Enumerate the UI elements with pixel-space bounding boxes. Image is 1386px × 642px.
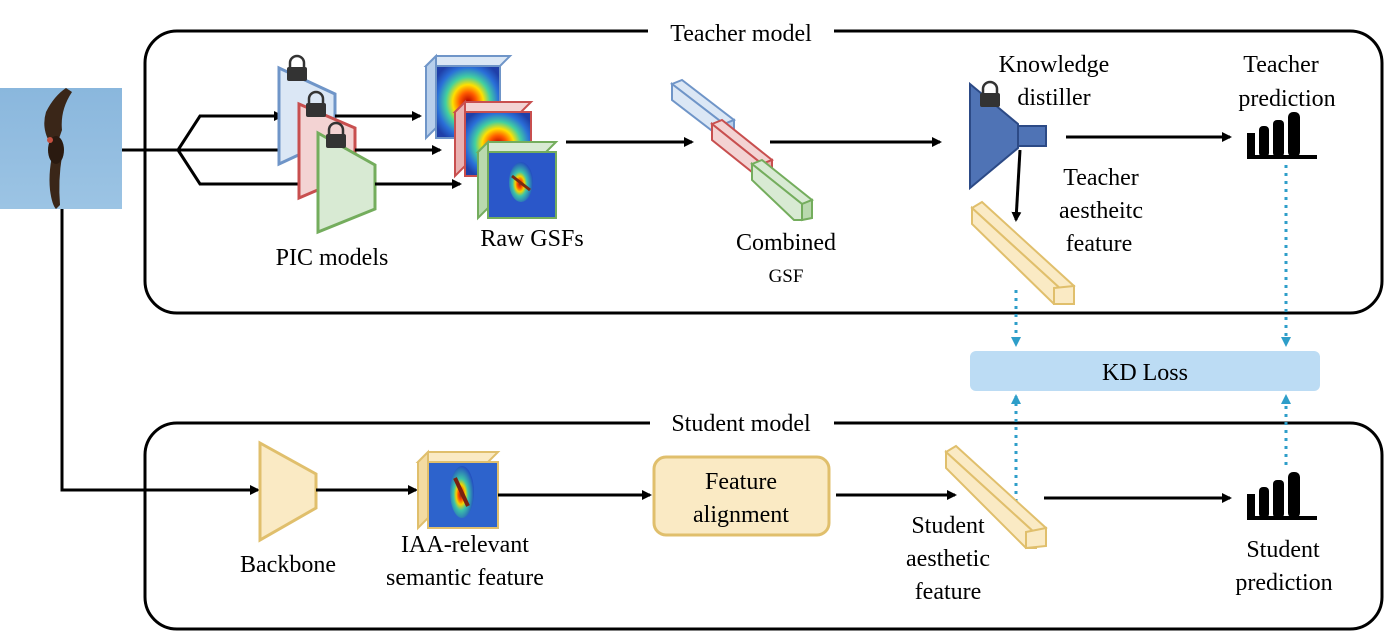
semantic-feature-label-1: IAA-relevant bbox=[401, 532, 529, 558]
student-feature-bar bbox=[944, 444, 1048, 550]
backbone-label: Backbone bbox=[240, 552, 336, 578]
kd-loss-label: KD Loss bbox=[1102, 360, 1188, 386]
teacher-prediction-label-1: Teacher bbox=[1243, 52, 1319, 78]
input-image bbox=[0, 88, 122, 209]
teacher-feature-bar bbox=[970, 200, 1076, 305]
lock-icon bbox=[287, 54, 307, 81]
combined-gsf-bar bbox=[669, 78, 814, 222]
bar-chart-icon bbox=[1247, 472, 1317, 520]
semantic-feature-label-2: semantic feature bbox=[386, 565, 544, 591]
student-feature-label-1: Student bbox=[911, 513, 985, 539]
teacher-model-title: Teacher model bbox=[670, 21, 812, 47]
semantic-feature-cube bbox=[415, 449, 501, 531]
feature-alignment-box bbox=[652, 455, 831, 537]
bar-chart-icon bbox=[1247, 112, 1317, 159]
distiller-label-1: Knowledge bbox=[999, 52, 1110, 78]
gsf-cube-green bbox=[475, 139, 559, 221]
student-feature-label-3: feature bbox=[915, 579, 982, 605]
knowledge-distiller bbox=[969, 81, 1047, 191]
lock-icon bbox=[306, 90, 326, 117]
student-prediction-label-1: Student bbox=[1246, 537, 1320, 563]
teacher-prediction-label-2: prediction bbox=[1238, 86, 1335, 112]
pic-models-label: PIC models bbox=[276, 245, 389, 271]
combined-gsf-label-1: Combined bbox=[736, 230, 836, 256]
feature-alignment-label-2: alignment bbox=[693, 502, 789, 528]
teacher-feature-label-1: Teacher bbox=[1063, 165, 1139, 191]
feature-alignment-label-1: Feature bbox=[705, 469, 777, 495]
distiller-label-2: distiller bbox=[1017, 85, 1090, 111]
raw-gsfs-label: Raw GSFs bbox=[480, 226, 583, 252]
branch-bot-arrow bbox=[176, 149, 318, 189]
teacher-feature-label-3: feature bbox=[1066, 231, 1133, 257]
student-feature-label-2: aesthetic bbox=[906, 546, 990, 572]
teacher-feature-label-2: aestheitc bbox=[1059, 198, 1143, 224]
lock-icon bbox=[980, 80, 1000, 107]
lock-icon bbox=[326, 121, 346, 148]
backbone bbox=[258, 440, 318, 543]
combined-gsf-label-2: GSF bbox=[769, 266, 804, 287]
kd-loss-box bbox=[970, 351, 1320, 391]
student-model-title: Student model bbox=[671, 411, 811, 437]
image-to-student-line bbox=[60, 209, 260, 495]
pic-model-green bbox=[316, 130, 377, 235]
student-prediction-label-2: prediction bbox=[1235, 570, 1332, 596]
branch-top-arrow bbox=[176, 111, 284, 151]
